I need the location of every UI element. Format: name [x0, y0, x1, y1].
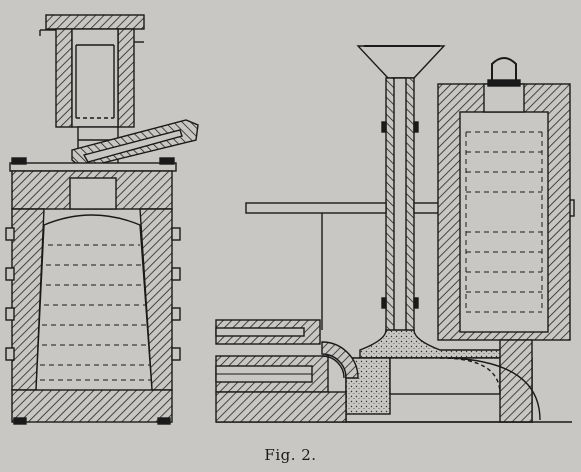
bottom-base — [11, 389, 173, 423]
furnace-lid — [483, 83, 525, 113]
top-mould-left-wall — [55, 28, 73, 128]
lid-handle — [491, 57, 517, 84]
top-mould-inner — [71, 28, 119, 128]
horizontal-beam — [245, 202, 387, 214]
top-mould-right-wall — [117, 28, 135, 128]
funnel — [356, 45, 446, 79]
left-apparatus — [5, 14, 199, 425]
pipe-base — [359, 329, 521, 359]
figure-caption: Fig. 2. — [264, 446, 317, 464]
furnace-inner — [459, 111, 549, 333]
nozzle-curve — [321, 341, 359, 379]
top-plate — [9, 162, 177, 172]
top-mould-flange — [45, 14, 145, 30]
right-apparatus — [215, 45, 575, 423]
